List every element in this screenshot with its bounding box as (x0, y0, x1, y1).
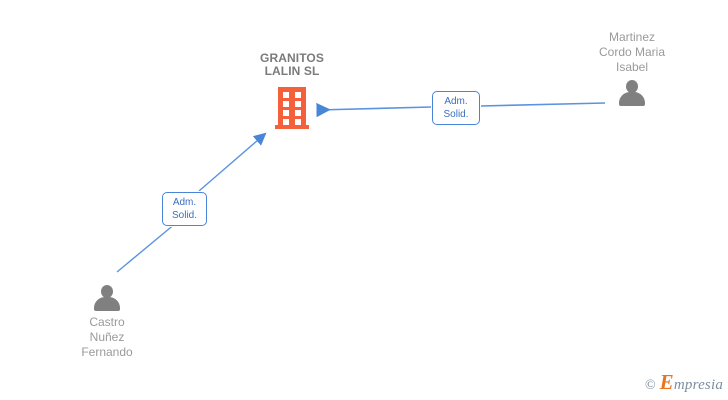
edge-martinez-left (316, 102, 432, 118)
brand-initial: E (659, 370, 674, 394)
building-window (295, 92, 301, 98)
brand-name: Empresia (660, 372, 724, 394)
person-node-castro[interactable]: Castro Nuñez Fernando (42, 285, 172, 360)
relation-label-castro[interactable]: Adm. Solid. (162, 192, 207, 226)
copyright-symbol: © (645, 377, 656, 393)
edge-martinez-right (480, 102, 606, 107)
person-name-label: Castro Nuñez Fernando (81, 315, 133, 359)
building-base (275, 125, 309, 129)
person-icon (615, 80, 649, 106)
company-node[interactable]: GRANITOS LALIN SL (222, 52, 362, 129)
avatar-head (101, 285, 113, 298)
building-door (283, 119, 289, 128)
person-name-label: Martinez Cordo Maria Isabel (598, 30, 666, 74)
building-window (283, 101, 289, 107)
building-window (295, 101, 301, 107)
relation-label-martinez[interactable]: Adm. Solid. (432, 91, 480, 125)
brand-rest: mpresia (673, 377, 724, 393)
building-window (295, 119, 301, 125)
edge-castro-lower (116, 222, 177, 273)
building-window (283, 110, 289, 116)
watermark: © Empresia (645, 372, 724, 394)
building-body (278, 87, 306, 128)
company-name-label: GRANITOS LALIN SL (260, 51, 324, 78)
building-icon (275, 87, 309, 129)
building-window (295, 110, 301, 116)
avatar-head (626, 80, 638, 93)
avatar-body (94, 297, 120, 311)
edge-castro-upper (198, 132, 267, 192)
building-window (283, 92, 289, 98)
person-node-martinez[interactable]: Martinez Cordo Maria Isabel (567, 30, 697, 106)
avatar-body (619, 92, 645, 106)
person-icon (90, 285, 124, 311)
